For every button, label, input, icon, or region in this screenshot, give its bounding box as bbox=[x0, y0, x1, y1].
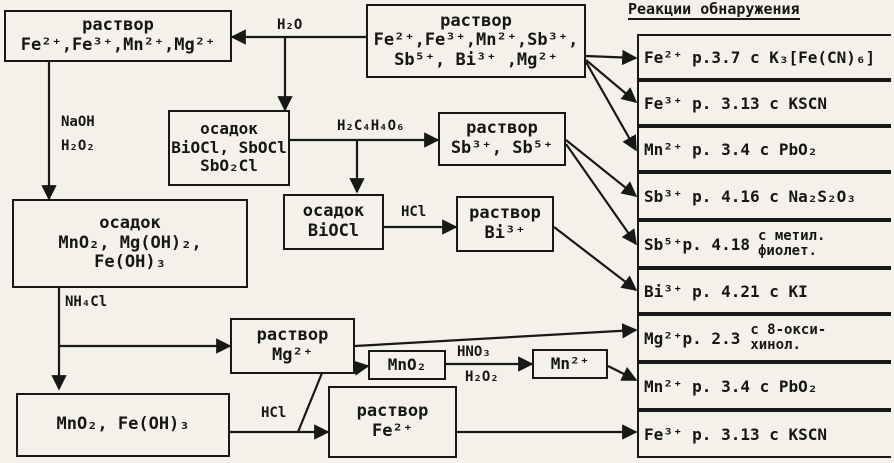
detection-mn2-second-text: Mn²⁺ р. 3.4 с PbO₂ bbox=[644, 376, 818, 396]
precipitate-bi-sb-box: осадок BiOCl, SbOCl SbO₂Cl bbox=[168, 110, 290, 186]
reagent-h2c4h4o6: H₂C₄H₄O₆ bbox=[336, 118, 406, 134]
detection-mg2-reagent: с 8-окси- хинол. bbox=[750, 321, 827, 354]
precipitate-biocl-box: осадок BiOCl bbox=[283, 194, 384, 250]
solution-fe2-ions: Fe²⁺ bbox=[372, 421, 413, 441]
arrow-sb3-detect bbox=[565, 139, 638, 197]
reagent-hcl-fe: HCl bbox=[260, 405, 288, 421]
reagent-h2o2-a: H₂O₂ bbox=[60, 138, 96, 154]
detection-mg2-note2: хинол. bbox=[750, 337, 801, 353]
reagent-h2o2-b: H₂O₂ bbox=[464, 369, 500, 385]
reagent-nh4cl: NH₄Cl bbox=[64, 294, 109, 310]
detection-mn2-pbo2-second: Mn²⁺ р. 3.4 с PbO₂ bbox=[637, 362, 891, 410]
detection-sb5-note2: фиолет. bbox=[757, 243, 817, 259]
solution-sb-box: раствор Sb³⁺, Sb⁵⁺ bbox=[438, 112, 566, 166]
mn2-box: Mn²⁺ bbox=[532, 349, 608, 379]
precipitate-mn-mg-fe-title: осадок bbox=[99, 213, 161, 234]
detection-sb3-na2s2o3: Sb³⁺ р. 4.16 с Na₂S₂O₃ bbox=[637, 172, 891, 220]
solution-fe-mn-mg-ions: Fe²⁺,Fe³⁺,Mn²⁺,Mg²⁺ bbox=[20, 35, 216, 55]
start-ions-line1: Fe²⁺,Fe³⁺,Mn²⁺,Sb³⁺, bbox=[373, 30, 579, 51]
solution-fe2-title: раствор bbox=[356, 401, 429, 422]
solution-bi-ions: Bi³⁺ bbox=[484, 223, 526, 243]
solution-fe-mn-mg-title: раствор bbox=[82, 15, 154, 36]
detection-fe2-k3fecn6: Fe²⁺ р.3.7 с K₃[Fe(CN)₆] bbox=[637, 34, 891, 80]
reagent-h2o: H₂O bbox=[276, 17, 304, 33]
detection-fe3-text: Fe³⁺ р. 3.13 с KSCN bbox=[644, 93, 828, 113]
precipitate-bi-sb-line1: BiOCl, SbOCl bbox=[171, 137, 287, 157]
mno2-formula: MnO₂ bbox=[387, 354, 427, 374]
precipitate-biocl-title: осадок bbox=[302, 201, 365, 222]
precipitate-bi-sb-line2: SbO₂Cl bbox=[200, 156, 258, 176]
start-title: раствор bbox=[440, 10, 512, 31]
precipitate-biocl-formula: BiOCl bbox=[307, 221, 360, 241]
detection-sb5-reagent: с метил. фиолет. bbox=[757, 227, 826, 260]
detection-mn2-text: Mn²⁺ р. 3.4 с PbO₂ bbox=[644, 139, 818, 159]
detection-fe3-kscn-second: Fe³⁺ р. 3.13 с KSCN bbox=[637, 410, 891, 458]
detection-fe2-text: Fe²⁺ р.3.7 с K₃[Fe(CN)₆] bbox=[644, 47, 876, 67]
precipitate-mn-fe-formula: MnO₂, Fe(OH)₃ bbox=[56, 414, 190, 435]
mno2-box: MnO₂ bbox=[368, 350, 446, 380]
arrow-mn2-detect bbox=[585, 61, 637, 152]
precipitate-mn-mg-fe-box: осадок MnO₂, Mg(OH)₂, Fe(OH)₃ bbox=[12, 199, 248, 288]
start-solution-box: раствор Fe²⁺,Fe³⁺,Mn²⁺,Sb³⁺, Sb⁵⁺, Bi³⁺ … bbox=[366, 4, 586, 78]
solution-bi-box: раствор Bi³⁺ bbox=[456, 196, 554, 252]
reagent-hno3: HNO₃ bbox=[456, 344, 492, 360]
detection-sb5-text: Sb⁵⁺р. 4.18 bbox=[644, 234, 750, 254]
detection-sb5-note1: с метил. bbox=[757, 227, 826, 244]
solution-mg-title: раствор bbox=[256, 325, 329, 346]
precipitate-bi-sb-title: осадок bbox=[200, 119, 258, 139]
start-ions-line2: Sb⁵⁺, Bi³⁺ ,Mg²⁺ bbox=[394, 49, 558, 70]
solution-fe2-box: раствор Fe²⁺ bbox=[328, 386, 457, 458]
solution-mg-box: раствор Mg²⁺ bbox=[230, 318, 355, 374]
precipitate-mn-mg-fe-line2: Fe(OH)₃ bbox=[94, 252, 166, 273]
arrow-mg-detect bbox=[354, 323, 638, 348]
arrow-fe3-detect bbox=[585, 59, 638, 103]
arrow-fe2-detect bbox=[585, 49, 638, 66]
solution-sb-ions: Sb³⁺, Sb⁵⁺ bbox=[450, 138, 554, 158]
detection-fe3-kscn: Fe³⁺ р. 3.13 с KSCN bbox=[637, 80, 891, 126]
precipitate-mn-mg-fe-line1: MnO₂, Mg(OH)₂, bbox=[58, 232, 202, 253]
solution-sb-title: раствор bbox=[466, 118, 538, 139]
precipitate-mn-fe-box: MnO₂, Fe(OH)₃ bbox=[16, 393, 230, 457]
mn2-ions: Mn²⁺ bbox=[550, 353, 590, 373]
solution-fe-mn-mg-box: раствор Fe²⁺,Fe³⁺,Mn²⁺,Mg²⁺ bbox=[4, 10, 232, 62]
solution-bi-title: раствор bbox=[469, 203, 541, 224]
arrow-bi-detect bbox=[553, 226, 638, 291]
detection-mg2-text: Mg²⁺р. 2.3 bbox=[644, 328, 741, 348]
reagent-hcl-bi: HCl bbox=[400, 204, 428, 220]
detection-fe3-second-text: Fe³⁺ р. 3.13 с KSCN bbox=[644, 424, 828, 444]
detection-heading: Реакции обнаружения bbox=[628, 0, 800, 20]
solution-mg-ions: Mg²⁺ bbox=[272, 345, 313, 365]
detection-bi3-ki: Bi³⁺ р. 4.21 с KI bbox=[637, 268, 891, 314]
detection-bi3-text: Bi³⁺ р. 4.21 с KI bbox=[644, 281, 808, 301]
detection-sb3-text: Sb³⁺ р. 4.16 с Na₂S₂O₃ bbox=[644, 186, 856, 206]
reagent-naoh: NaOH bbox=[60, 114, 96, 130]
arrow-sb5-detect bbox=[565, 143, 637, 246]
detection-sb5-methyl-violet: Sb⁵⁺р. 4.18 с метил. фиолет. bbox=[637, 220, 891, 268]
detection-mn2-pbo2: Mn²⁺ р. 3.4 с PbO₂ bbox=[637, 126, 891, 172]
detection-mg2-note1: с 8-окси- bbox=[750, 321, 827, 338]
arrow-mn-detect bbox=[607, 365, 638, 381]
detection-mg2-oxyquinoline: Mg²⁺р. 2.3 с 8-окси- хинол. bbox=[637, 314, 891, 362]
